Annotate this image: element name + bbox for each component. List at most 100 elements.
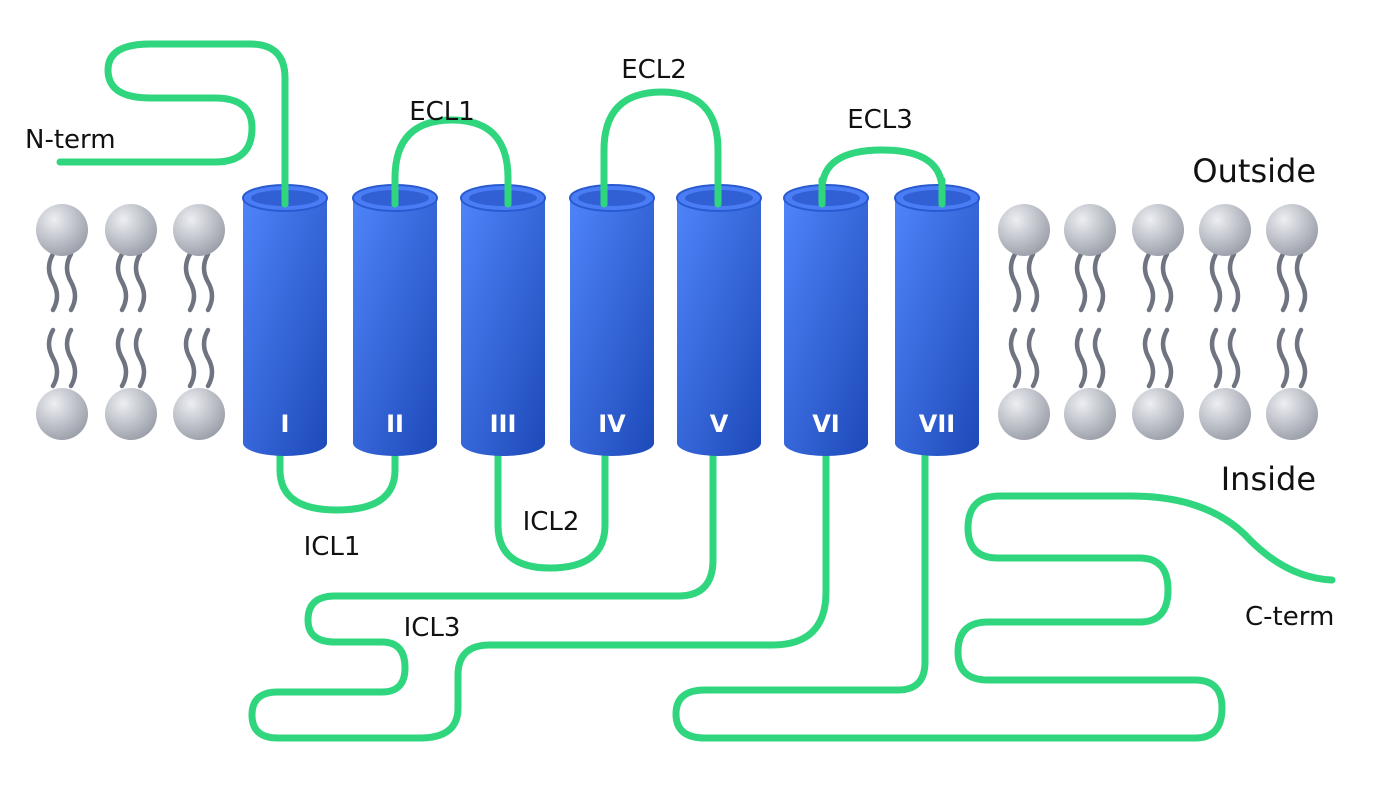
helix-body [353,198,437,456]
lipid-head-outer [173,204,225,256]
lipid-tail [64,251,78,313]
helix-top-opening [469,190,537,206]
helix-top-opening [578,190,646,206]
lipid-tail [201,327,215,389]
lipid-molecule [173,204,225,440]
ecl1-label: ECL1 [409,97,475,127]
lipid-molecule [105,204,157,440]
lipid-head-outer [998,204,1050,256]
ecl1-loop [391,116,512,214]
helix-body [784,198,868,456]
lipid-molecule [998,204,1050,440]
lipid-tail [64,327,78,389]
lipid-tail [1276,251,1290,313]
inside-label: Inside [1221,460,1316,498]
lipid-molecule [1064,204,1116,440]
lipid-tail [1294,327,1308,389]
lipid-tail [183,327,197,389]
helix-top-opening [903,190,971,206]
helix-body [677,198,761,456]
protein-chain [56,40,1336,742]
lipid-bilayer-left [36,204,225,440]
lipid-molecule [1132,204,1184,440]
lipid-tail [133,327,147,389]
helix-5: V [676,184,762,456]
lipid-head-inner [1064,388,1116,440]
lipid-head-inner [998,388,1050,440]
lipid-head-outer [105,204,157,256]
ecl2-label: ECL2 [621,55,687,85]
helix-label: II [386,410,404,438]
helix-label: III [490,410,517,438]
helix-1: I [242,184,328,456]
lipid-tail [1026,327,1040,389]
lipid-tail [133,251,147,313]
lipid-tail [1209,251,1223,313]
lipid-head-outer [1199,204,1251,256]
helix-4: IV [569,184,655,456]
icl3-loop [248,446,830,742]
icl1-label: ICL1 [304,532,361,562]
lipid-tail [1142,327,1156,389]
lipid-molecule [1199,204,1251,440]
icl2-loop [494,446,609,572]
lipid-tail [1092,327,1106,389]
helix-label: VI [812,410,840,438]
n-terminus-chain [56,40,289,214]
lipid-tail [1209,327,1223,389]
lipid-tail [1160,327,1174,389]
lipid-tail [115,251,129,313]
ecl3-label: ECL3 [847,105,913,135]
helix-label: I [281,410,290,438]
icl1-loop [276,446,399,514]
chain-entry-points [281,176,946,208]
lipid-tail [1074,327,1088,389]
lipid-tail [46,251,60,313]
icl3-label: ICL3 [404,613,461,643]
helix-top-opening [792,190,860,206]
lipid-head-outer [1132,204,1184,256]
helix-label: V [710,410,729,438]
ecl3-loop [818,146,946,214]
lipid-tail [1026,251,1040,313]
helix-body [895,198,979,456]
n-term-label: N-term [25,125,116,155]
lipid-tail [1092,251,1106,313]
lipid-tail [1160,251,1174,313]
lipid-head-inner [1132,388,1184,440]
lipid-head-inner [1266,388,1318,440]
lipid-tail [183,251,197,313]
lipid-tail [115,327,129,389]
lipid-tail [1276,327,1290,389]
helix-3: III [460,184,546,456]
lipid-bilayer-right [998,204,1318,440]
lipid-tail [1227,251,1241,313]
lipid-tail [1294,251,1308,313]
lipid-head-inner [105,388,157,440]
lipid-tail [1142,251,1156,313]
lipid-tail [1008,327,1022,389]
lipid-tail [1008,251,1022,313]
lipid-head-outer [1064,204,1116,256]
helix-label: IV [598,410,626,438]
helix-2: II [352,184,438,456]
helix-body [243,198,327,456]
lipid-head-inner [173,388,225,440]
icl2-label: ICL2 [523,507,580,537]
helix-7: VII [894,184,980,456]
lipid-tail [201,251,215,313]
lipid-head-outer [36,204,88,256]
c-term-label: C-term [1245,602,1334,632]
helix-body [570,198,654,456]
lipid-molecule [1266,204,1318,440]
lipid-molecule [36,204,88,440]
helix-body [461,198,545,456]
lipid-head-inner [1199,388,1251,440]
outside-label: Outside [1192,152,1316,190]
lipid-tail [1074,251,1088,313]
helix-label: VII [919,410,955,438]
lipid-tail [46,327,60,389]
helix-6: VI [783,184,869,456]
lipid-tail [1227,327,1241,389]
